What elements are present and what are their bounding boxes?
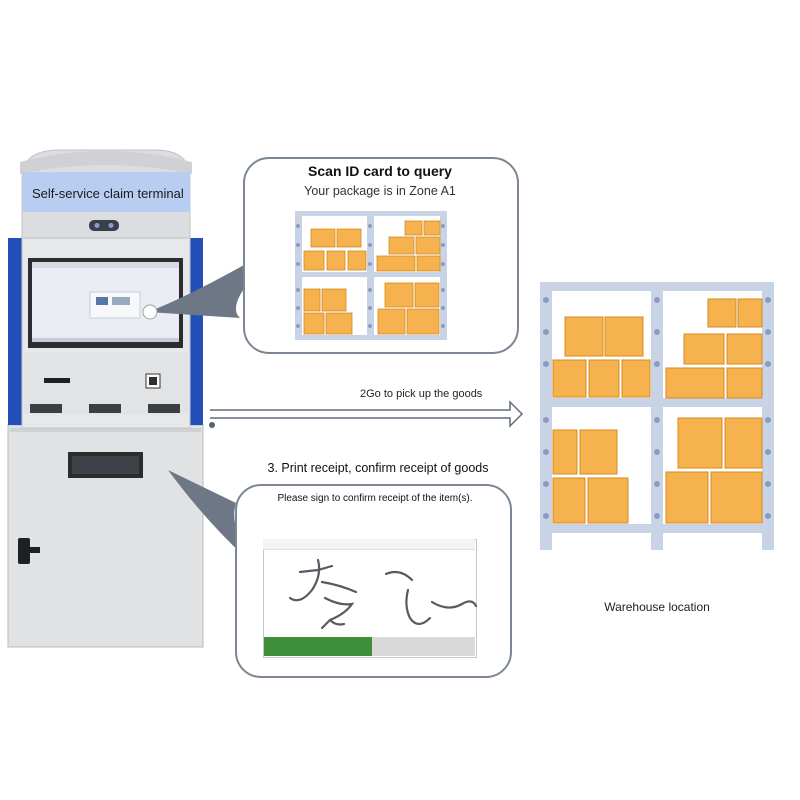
camera-icon	[89, 220, 119, 231]
scanner-icon	[149, 377, 157, 385]
step1-title: Scan ID card to query	[308, 163, 452, 179]
sign-prompt: Please sign to confirm receipt of the it…	[277, 493, 473, 504]
step1-subtitle: Your package is in Zone A1	[304, 184, 456, 198]
step3-title: 3. Print receipt, confirm receipt of goo…	[267, 461, 489, 475]
step2-label: 2Go to pick up the goods	[360, 388, 483, 400]
signature-pad-header	[263, 539, 475, 550]
pointer-to-sign-bubble	[168, 470, 245, 557]
arrow-to-warehouse	[210, 400, 524, 428]
warehouse-label: Warehouse location	[604, 600, 710, 614]
door-handle	[18, 538, 30, 564]
kiosk-header-text: Self-service claim terminal	[32, 186, 184, 201]
kiosk-terminal	[7, 149, 215, 648]
clear-signature-button[interactable]	[372, 637, 475, 656]
shelf-warehouse	[540, 282, 774, 550]
kiosk-header-panel	[22, 172, 190, 212]
confirm-signature-button[interactable]	[264, 637, 372, 656]
card-slot	[44, 378, 70, 383]
pointer-to-scan-bubble	[148, 234, 298, 318]
